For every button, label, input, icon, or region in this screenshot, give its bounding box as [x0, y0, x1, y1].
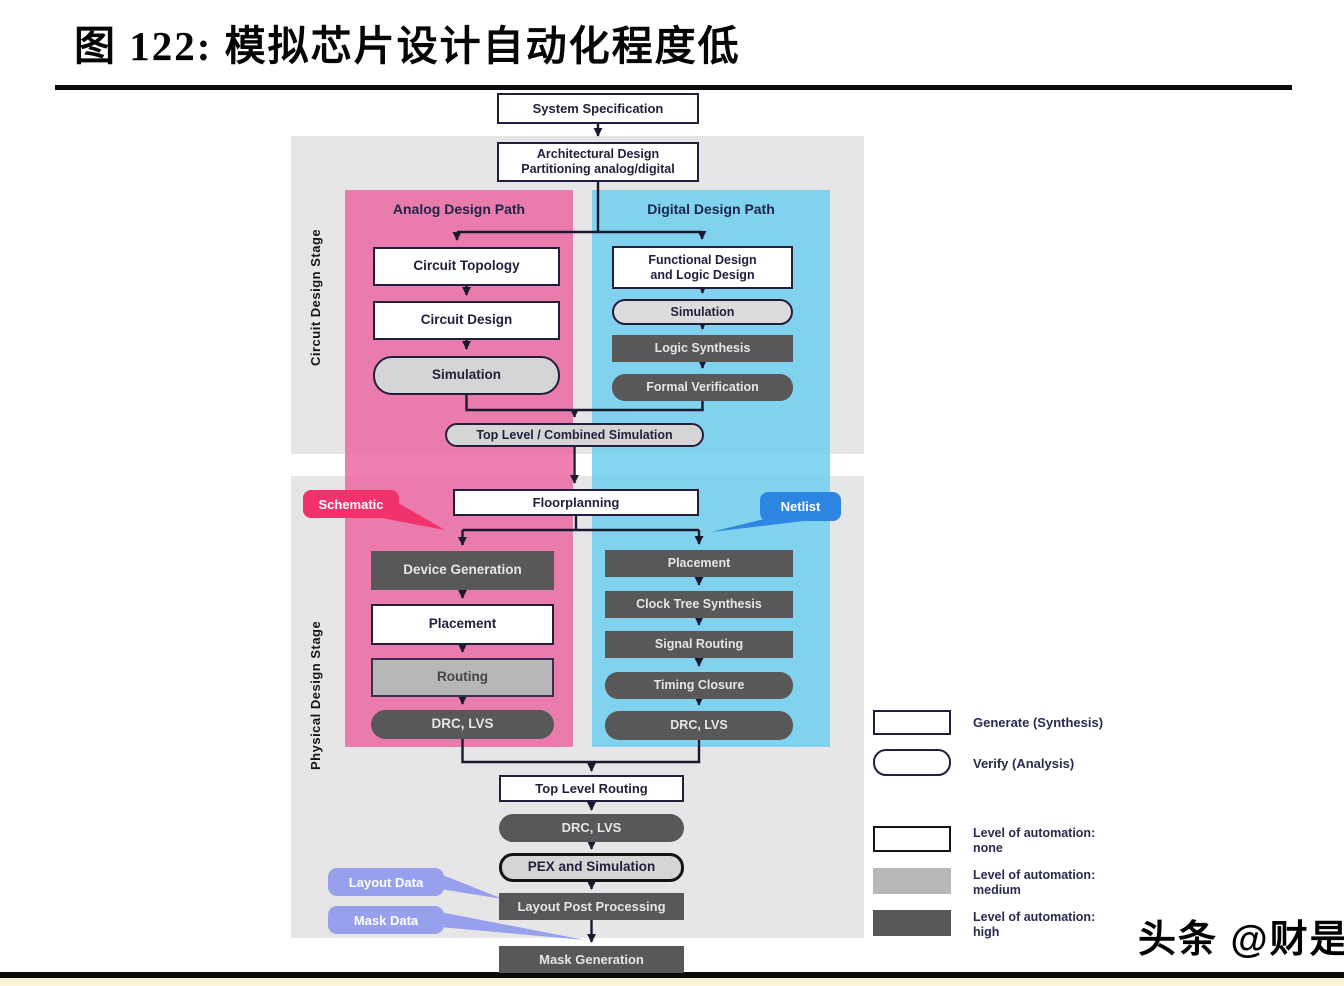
- functional-design-line1: Functional Design: [648, 252, 757, 267]
- legend-none-line2: none: [973, 840, 1003, 855]
- node-timing-closure: Timing Closure: [605, 672, 793, 699]
- architectural-design-line2: Partitioning analog/digital: [521, 162, 675, 176]
- node-pex-and-simulation: PEX and Simulation: [499, 853, 684, 882]
- figure-title: 图 122: 模拟芯片设计自动化程度低: [74, 23, 741, 69]
- mask-data-callout: Mask Data: [328, 906, 444, 934]
- layout-data-callout: Layout Data: [328, 868, 444, 896]
- node-logic-synthesis: Logic Synthesis: [612, 335, 793, 362]
- legend-automation-high-label: Level of automation: high: [973, 910, 1095, 940]
- line-analogsim-merge: [465, 395, 575, 412]
- node-digital-placement: Placement: [605, 550, 793, 577]
- node-digital-simulation: Simulation: [612, 299, 793, 325]
- legend-none-line1: Level of automation:: [973, 826, 1096, 840]
- legend-verify-label: Verify (Analysis): [973, 756, 1075, 771]
- line-analog-drclvs-merge: [461, 739, 592, 764]
- legend-high-line2: high: [973, 924, 1000, 939]
- legend-automation-medium-label: Level of automation: medium: [973, 868, 1095, 898]
- bottom-rule: [0, 972, 1344, 978]
- node-device-generation: Device Generation: [371, 551, 554, 590]
- node-analog-drc-lvs: DRC, LVS: [371, 710, 554, 739]
- line-archdesign-split: [457, 182, 702, 234]
- node-signal-routing: Signal Routing: [605, 631, 793, 658]
- legend-high-line1: Level of automation:: [973, 910, 1096, 924]
- schematic-callout: Schematic: [303, 490, 399, 518]
- node-top-level-combined-simulation: Top Level / Combined Simulation: [445, 423, 704, 447]
- legend-automation-medium-shape: [873, 868, 951, 894]
- node-top-level-routing: Top Level Routing: [499, 775, 684, 802]
- bottom-strip: [0, 978, 1344, 986]
- line-floorplanning-split: [462, 516, 699, 532]
- mask-data-callout-tail: [440, 912, 585, 940]
- legend-medium-line2: medium: [973, 882, 1021, 897]
- legend-automation-none-label: Level of automation: none: [973, 826, 1095, 856]
- analog-path-label: Analog Design Path: [392, 201, 526, 217]
- node-analog-placement: Placement: [371, 604, 554, 645]
- functional-design-line2: and Logic Design: [650, 267, 755, 282]
- node-analog-simulation: Simulation: [373, 356, 560, 395]
- legend-generate-label: Generate (Synthesis): [973, 715, 1104, 730]
- title-underline: [55, 85, 1292, 90]
- node-floorplanning: Floorplanning: [453, 489, 699, 516]
- legend-verify-shape: [873, 749, 951, 776]
- node-clock-tree-synthesis: Clock Tree Synthesis: [605, 591, 793, 618]
- line-formalverif-merge: [574, 401, 704, 412]
- digital-path-label: Digital Design Path: [647, 201, 775, 217]
- node-functional-design: Functional Design and Logic Design: [612, 246, 793, 289]
- node-mask-generation: Mask Generation: [499, 946, 684, 973]
- netlist-callout-tail: [711, 518, 804, 532]
- node-digital-drc-lvs: DRC, LVS: [605, 711, 793, 740]
- legend-automation-none-shape: [873, 826, 951, 852]
- legend-automation-high-shape: [873, 910, 951, 936]
- node-formal-verification: Formal Verification: [612, 374, 793, 401]
- legend-medium-line1: Level of automation:: [973, 868, 1096, 882]
- layout-data-callout-tail: [440, 874, 503, 899]
- node-circuit-topology: Circuit Topology: [373, 247, 560, 286]
- architectural-design-line1: Architectural Design: [536, 147, 660, 161]
- line-digital-drclvs-merge: [591, 740, 701, 764]
- node-circuit-design: Circuit Design: [373, 301, 560, 340]
- node-system-specification: System Specification: [497, 93, 699, 124]
- node-architectural-design: Architectural Design Partitioning analog…: [497, 142, 699, 182]
- node-final-drc-lvs: DRC, LVS: [499, 814, 684, 842]
- node-analog-routing: Routing: [371, 658, 554, 697]
- node-layout-post-processing: Layout Post Processing: [499, 893, 684, 920]
- watermark: 头条 @财是: [1138, 919, 1344, 961]
- legend-generate-shape: [873, 710, 951, 735]
- netlist-callout: Netlist: [760, 492, 841, 521]
